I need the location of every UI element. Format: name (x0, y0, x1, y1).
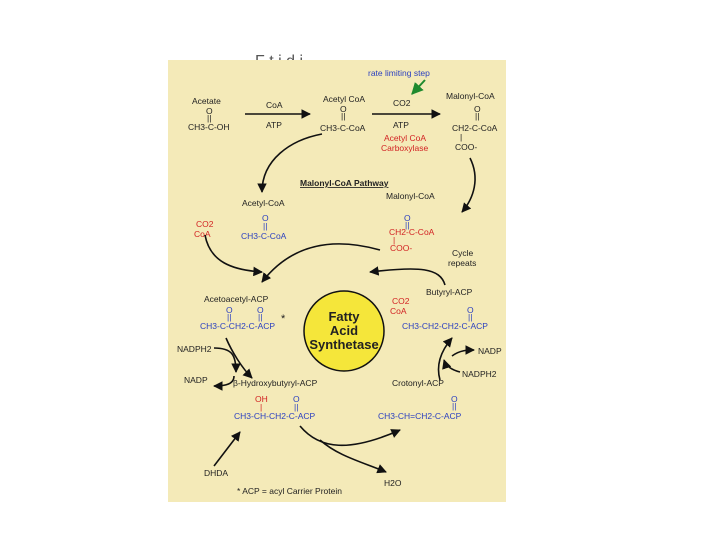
acetoacetyl-oxygen-2: O (257, 305, 264, 315)
nadp-right: NADP (478, 346, 502, 356)
acetylcoa-mid-label: Acetyl-CoA (242, 198, 285, 208)
acetate-oxygen: O (206, 106, 213, 116)
pathway-title: Malonyl-CoA Pathway (300, 178, 389, 188)
crotonyl-oxygen: O (451, 394, 458, 404)
malonylcoa-mid-bond: | (393, 235, 395, 245)
hydroxybutyryl-bond: | (260, 402, 262, 412)
malonylcoa-double-bond: || (475, 111, 479, 121)
dehydration-arrow (299, 425, 401, 447)
acetoacetyl-label: Acetoacetyl-ACP (204, 294, 269, 304)
hydroxybutyryl-double-bond: || (294, 402, 298, 412)
dhda-label: DHDA (204, 468, 228, 478)
water-product: H2O (384, 478, 402, 488)
acetylcoa-double-bond: || (341, 111, 345, 121)
nadph-left-arrow (213, 347, 241, 373)
co2-reactant: CO2 (393, 98, 411, 108)
coa-reactant: CoA (266, 100, 283, 110)
hydroxybutyryl-label: β-Hydroxybutyryl-ACP (233, 378, 318, 388)
crotonyl-to-butyryl-arrow (437, 337, 453, 381)
acetylcoa-top-label: Acetyl CoA (323, 94, 365, 104)
cycle-repeat-arrow (369, 266, 446, 286)
nadph2-left: NADPH2 (177, 344, 212, 354)
malonylcoa-mid-double-bond: || (405, 220, 409, 230)
enzyme-name-line2: Carboxylase (381, 143, 429, 153)
malonylcoa-mid-carboxyl: COO- (390, 243, 412, 253)
acetylcoa-mid-formula: CH3-C-CoA (241, 231, 287, 241)
crotonyl-double-bond: || (452, 401, 456, 411)
acetoacetyl-oxygen-1: O (226, 305, 233, 315)
rate-limiting-arrow (411, 79, 426, 95)
fatty-acid-synthetase-circle (303, 290, 385, 372)
malonylcoa-oxygen: O (474, 104, 481, 114)
butyryl-double-bond: || (468, 312, 472, 322)
acetoacetyl-to-hydroxy-arrow (225, 337, 253, 379)
rate-limiting-label: rate limiting step (368, 68, 430, 78)
malonylcoa-formula: CH2-C-CoA (452, 123, 498, 133)
crotonyl-label: Crotonyl-ACP (392, 378, 444, 388)
malonylcoa-down-arrow (461, 157, 476, 213)
acetoacetyl-footnote-star: * (281, 313, 286, 325)
acetate-double-bond: || (207, 113, 211, 123)
coa-left: CoA (194, 229, 211, 239)
co2-right: CO2 (392, 296, 410, 306)
butyryl-oxygen: O (467, 305, 474, 315)
malonylcoa-carboxyl: COO- (455, 142, 477, 152)
co2-release-arrow (204, 234, 263, 277)
atp-reactant-1: ATP (266, 120, 282, 130)
acetoacetyl-double-bond-2: || (258, 312, 262, 322)
acetylcoa-formula: CH3-C-CoA (320, 123, 366, 133)
nadp-left: NADP (184, 375, 208, 385)
nadph2-right: NADPH2 (462, 369, 497, 379)
butyryl-formula: CH3-CH2-CH2-C-ACP (402, 321, 488, 331)
malonylcoa-mid-formula: CH2-C-CoA (389, 227, 435, 237)
malonylcoa-top-label: Malonyl-CoA (446, 91, 495, 101)
malonyl-to-acetoacetyl-arrow (261, 243, 381, 283)
butyryl-label: Butyryl-ACP (426, 287, 473, 297)
co2-left: CO2 (196, 219, 214, 229)
crotonyl-formula: CH3-CH=CH2-C-ACP (378, 411, 462, 421)
center-line3: Synthetase (309, 337, 378, 352)
malonylcoa-bond: | (460, 132, 462, 142)
acetate-formula: CH3-C-OH (188, 122, 230, 132)
center-line2: Acid (330, 323, 358, 338)
water-release-arrow (319, 439, 387, 474)
dhda-arrow (213, 431, 241, 467)
nadp-left-arrow (213, 375, 235, 391)
nadp-right-arrow (451, 345, 475, 357)
cycle-repeats-line1: Cycle (452, 248, 474, 258)
malonylcoa-mid-label: Malonyl-CoA (386, 191, 435, 201)
acetoacetyl-double-bond-1: || (227, 312, 231, 322)
acetoacetyl-formula: CH3-C-CH2-C-ACP (200, 321, 275, 331)
acetylcoa-down-arrow (257, 133, 323, 193)
acetylcoa-oxygen: O (340, 104, 347, 114)
nadph-right-arrow (442, 359, 461, 373)
acetylcoa-mid-double-bond: || (263, 221, 267, 231)
hydroxybutyryl-hydroxyl: OH (255, 394, 268, 404)
coa-right: CoA (390, 306, 407, 316)
atp-reactant-2: ATP (393, 120, 409, 130)
center-line1: Fatty (328, 309, 360, 324)
hydroxybutyryl-oxygen: O (293, 394, 300, 404)
acetate-label: Acetate (192, 96, 221, 106)
cycle-repeats-line2: repeats (448, 258, 476, 268)
hydroxybutyryl-formula: CH3-CH-CH2-C-ACP (234, 411, 316, 421)
malonylcoa-mid-oxygen: O (404, 213, 411, 223)
footnote: * ACP = acyl Carrier Protein (237, 486, 342, 496)
acetylcoa-mid-oxygen: O (262, 213, 269, 223)
enzyme-name-line1: Acetyl CoA (384, 133, 426, 143)
diagram-panel (168, 60, 506, 502)
